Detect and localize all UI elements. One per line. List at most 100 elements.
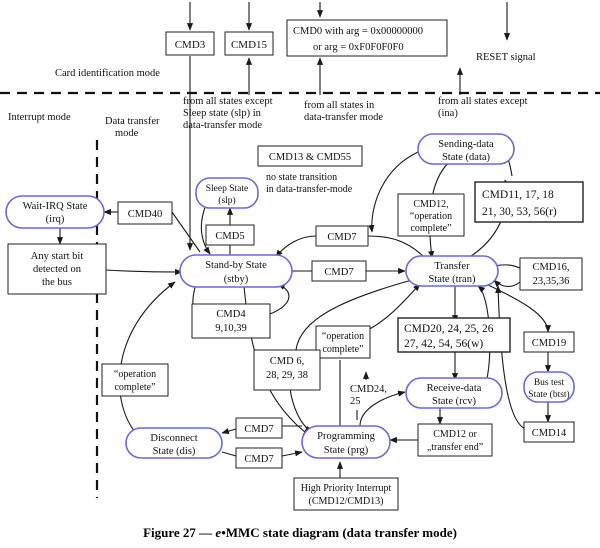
cmd20-line1: CMD20, 24, 25, 26 [404, 323, 494, 335]
cmd11-list-box [474, 181, 584, 223]
cmd7-top-box [315, 225, 369, 247]
cmd7-mid-label: CMD7 [324, 267, 353, 278]
from-all-dt-1: from all states in [304, 100, 375, 111]
cmd12-op-line2: “operation [410, 211, 452, 222]
cmd11-line2: 21, 30, 53, 56(r) [482, 206, 557, 218]
op-complete-left-2: complete” [114, 382, 155, 393]
cmd14-box [523, 421, 575, 443]
sending-data-state [417, 133, 515, 165]
cmd0-line2: or arg = 0xF0F0F0F0 [313, 42, 404, 53]
wait-irq-line2: (irq) [46, 214, 65, 225]
arrow-programming-to-receive [359, 390, 406, 427]
receive-line1: Receive-data [427, 383, 482, 394]
hp-interrupt-box [293, 477, 399, 511]
arrow-cmd4-to-standby [269, 283, 290, 315]
cmd4-line2: 9,10,39 [215, 323, 247, 334]
cmd0-line1: CMD0 with arg = 0x00000000 [293, 26, 423, 37]
wait-irq-line1: Wait-IRQ State [23, 201, 88, 212]
start-bit-line3: the bus [42, 277, 72, 288]
arrow-cmd16-to-transfer [493, 279, 521, 288]
figure-caption: Figure 27 — e•MMC state diagram (data tr… [143, 525, 457, 540]
arrow-cmd6-to-programming [289, 387, 313, 433]
cmd7-top-label: CMD7 [327, 232, 356, 243]
cmd7-dis-upper-box [235, 417, 283, 439]
cmd12-op-line1: CMD12, [413, 199, 448, 210]
caption-prefix: Figure 27 — [143, 525, 215, 540]
transfer-line1: Transfer [434, 261, 470, 272]
card-id-mode-label: Card identification mode [55, 68, 160, 79]
op-complete-right-1: “operation [322, 331, 364, 342]
op-complete-left-1: “operation [114, 369, 156, 380]
op-complete-left-box [101, 363, 169, 397]
cmd12-end-line2: „transfer end” [427, 442, 483, 453]
data-transfer-mode-label-1: Data transfer [105, 116, 160, 127]
line-transfer-cmd7-top [367, 235, 426, 259]
sleep-line2: (slp) [218, 195, 235, 206]
line-transfer-cmd6 [295, 279, 413, 351]
from-except-sleep-2: Sleep state (slp) in [183, 108, 262, 119]
arrow-sending-to-standby-cmd7 [368, 151, 419, 233]
cmd12-op-box [397, 193, 465, 237]
transfer-line2: State (tran) [429, 274, 476, 285]
cmd14-label: CMD14 [532, 428, 567, 439]
cmd20-line2: 27, 42, 54, 56(w) [404, 338, 483, 350]
cmd24-line1: CMD24, [350, 384, 387, 395]
cmd6-line1: CMD 6, [270, 356, 304, 367]
disconnect-line2: State (dis) [153, 446, 196, 457]
line-standby-to-cmd40 [171, 211, 201, 253]
cmd12-end-line1: CMD12 or [433, 429, 477, 440]
start-bit-line1: Any start bit [31, 251, 84, 262]
cmd19-box [523, 331, 575, 353]
arrow-cmd14-to-transfer [495, 285, 531, 431]
cmd19-label: CMD19 [532, 338, 566, 349]
sleep-state [195, 177, 259, 209]
arrow-cmd7-to-programming [281, 450, 303, 457]
cmd4-line1: CMD4 [216, 309, 246, 320]
no-transition-2: in data-transfer-mode [266, 184, 353, 195]
arrow-startbit-to-standby [105, 268, 183, 276]
cmd7-dis-lower-label: CMD7 [244, 454, 273, 465]
start-bit-line2: detected on [33, 264, 82, 275]
cmd40-box [117, 201, 173, 225]
sleep-line1: Sleep State [206, 184, 248, 194]
from-all-dt-2: data-transfer mode [304, 112, 383, 123]
reset-label: RESET signal [476, 52, 536, 63]
cmd5-label: CMD5 [215, 231, 244, 242]
cmd5-box [205, 224, 255, 246]
from-except-ina-2: (ina) [438, 108, 458, 119]
cmd20-list-box [397, 317, 511, 353]
standby-state [179, 254, 293, 288]
arrow-disconnect-to-standby [119, 281, 176, 433]
cmd12-end-box [417, 423, 493, 457]
transfer-state [405, 255, 499, 287]
cmd7-dis-lower-box [235, 447, 283, 469]
caption-italic: e [215, 525, 221, 540]
no-transition-1: no state transition [266, 172, 337, 183]
cmd16-line2: 23,35,36 [533, 276, 570, 287]
bustest-line2: State (btst) [528, 389, 569, 400]
standby-line1: Stand-by State [205, 260, 267, 271]
cmd7-dis-upper-label: CMD7 [244, 424, 273, 435]
programming-line1: Programming [317, 431, 375, 442]
cmd7-mid-box [311, 260, 367, 282]
programming-state [301, 425, 391, 459]
wait-irq-state [5, 195, 105, 229]
arrow-cmd7-to-standby [275, 235, 317, 258]
cmd11-line1: CMD11, 17, 18 [482, 189, 554, 201]
start-bit-box [7, 243, 107, 295]
arrow-opcomplete-to-transfer [367, 283, 421, 331]
cmd12-op-line3: complete” [410, 223, 451, 234]
sending-line2: State (data) [442, 152, 491, 163]
programming-line2: State (prg) [324, 445, 369, 456]
line-dis-cmd7-lower [221, 451, 237, 457]
cmd15-label: CMD15 [231, 39, 268, 51]
from-except-ina-1: from all states except [438, 96, 528, 107]
cmd16-box [519, 257, 583, 291]
from-except-sleep-1: from all states except [183, 96, 273, 107]
hp-interrupt-line2: (CMD12/CMD13) [308, 496, 383, 507]
cmd6-line2: 28, 29, 38 [266, 370, 308, 381]
interrupt-mode-label: Interrupt mode [8, 112, 71, 123]
receive-line2: State (rcv) [432, 396, 477, 407]
